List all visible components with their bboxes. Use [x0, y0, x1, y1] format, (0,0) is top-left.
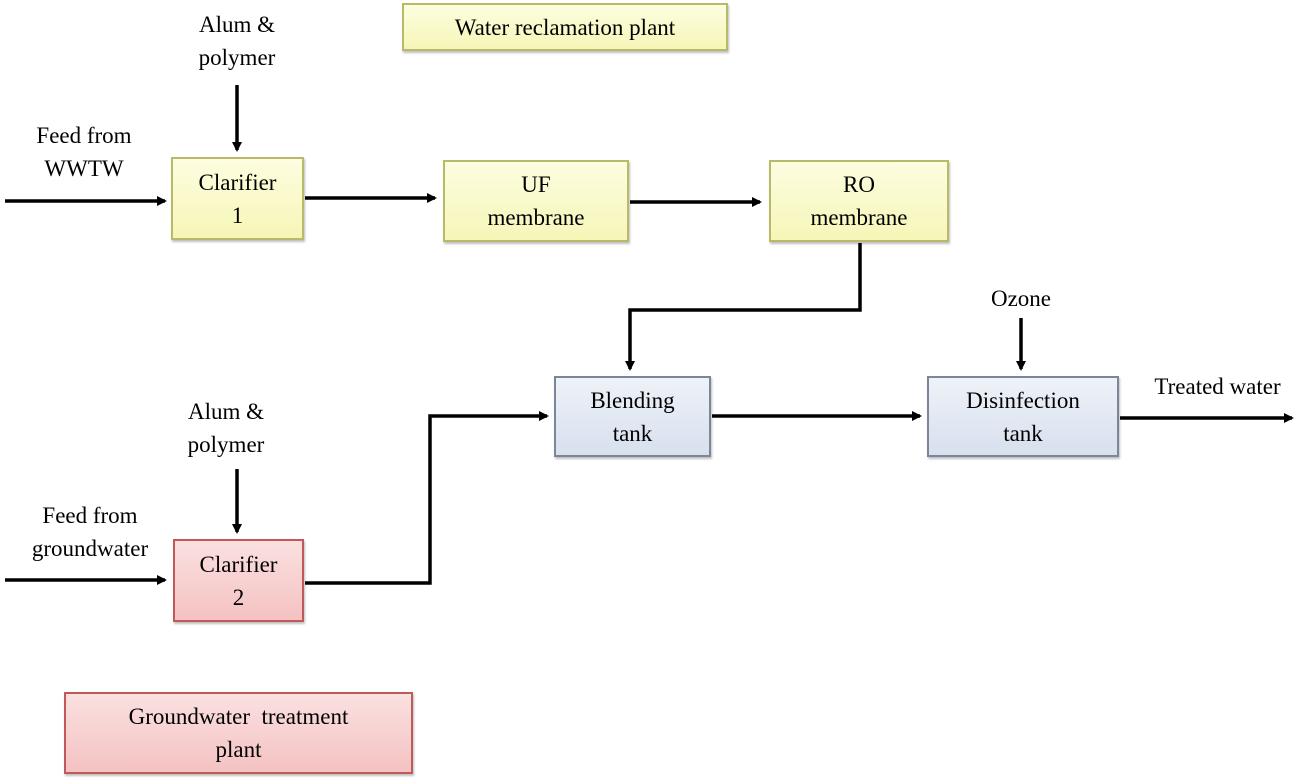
alum-polymer-label-2: Alum & polymer: [187, 399, 265, 457]
legend-water-reclamation-plant: Water reclamation plant: [402, 3, 728, 51]
uf-membrane-box: UF membrane: [443, 160, 629, 242]
treated-water-label: Treated water: [1154, 374, 1281, 399]
ro-membrane-box: RO membrane: [769, 160, 949, 242]
clarifier-1-box: Clarifier 1: [171, 157, 304, 240]
arrow-clarifier2-to-blending: [305, 411, 549, 585]
alum-polymer-label-1: Alum & polymer: [198, 12, 276, 70]
arrow-ro-to-blending: [625, 243, 862, 371]
feed-from-wwtw-label: Feed from WWTW: [36, 123, 132, 181]
legend-water-reclamation-label: Water reclamation plant: [454, 14, 676, 40]
feed-from-groundwater-label: Feed from groundwater: [31, 503, 149, 561]
disinfection-tank-box: Disinfection tank: [927, 376, 1119, 457]
blending-tank-box: Blending tank: [554, 376, 711, 457]
clarifier-2-box: Clarifier 2: [173, 539, 304, 622]
legend-groundwater-treatment-plant: Groundwater treatment plant: [64, 692, 413, 774]
ozone-label: Ozone: [990, 286, 1052, 311]
